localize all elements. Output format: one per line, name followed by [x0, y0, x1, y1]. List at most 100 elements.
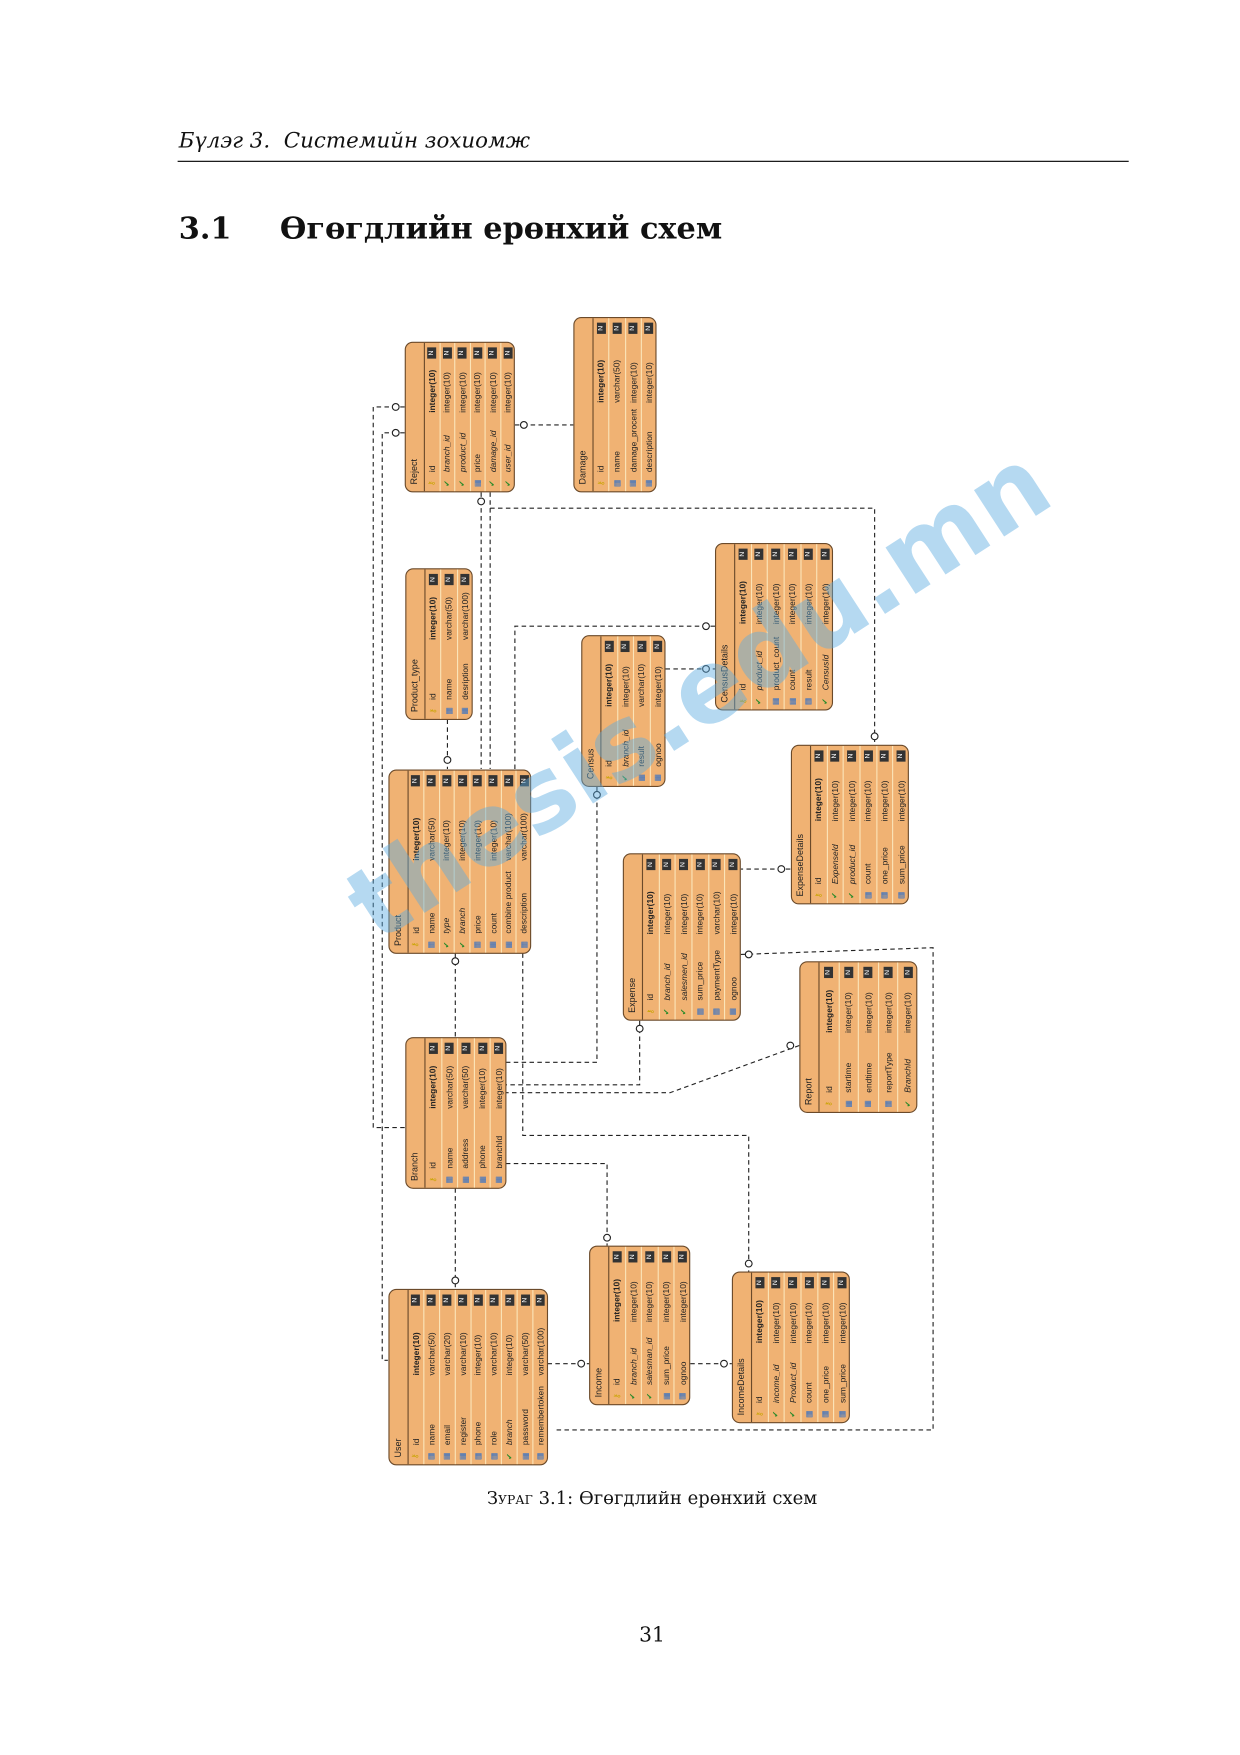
- column-name: price: [472, 453, 483, 473]
- column-type: integer(10): [427, 1065, 438, 1109]
- not-null-badge: N: [520, 1293, 530, 1306]
- column-name: branch_id: [628, 1347, 639, 1386]
- column-name: branchId: [493, 1135, 504, 1169]
- column-name: phone: [476, 1144, 487, 1169]
- not-null-badge: N: [488, 347, 498, 359]
- column-icon: ▦: [427, 1452, 436, 1460]
- column-type: varchar(10): [457, 1331, 468, 1375]
- column-type: varchar(50): [519, 1331, 530, 1375]
- table-title: ExpenseDetails: [791, 745, 811, 903]
- column-name: address: [460, 1138, 471, 1169]
- column-type: integer(10): [678, 893, 689, 935]
- column-name: reportType: [883, 1052, 894, 1093]
- column-name: product_id: [457, 432, 468, 473]
- column-icon: ▦: [884, 1100, 893, 1108]
- not-null-badge: N: [662, 858, 672, 871]
- not-null-badge: N: [728, 858, 738, 871]
- column-type: integer(10): [771, 1302, 782, 1344]
- table-title: Expense: [623, 854, 644, 1020]
- column-type: integer(10): [661, 1281, 672, 1323]
- column-name: id: [410, 1438, 421, 1445]
- not-null-badge: N: [738, 548, 748, 560]
- not-null-badge: N: [410, 1293, 420, 1306]
- column-type: integer(10): [644, 362, 655, 403]
- column-icon: ▦: [864, 891, 873, 899]
- column-icon: ▦: [462, 1175, 470, 1184]
- column-name: id: [813, 877, 824, 884]
- foreign-key-icon: ✔: [505, 1452, 514, 1460]
- not-null-badge: N: [460, 573, 470, 585]
- not-null-badge: N: [844, 966, 854, 979]
- key-icon: ⚷: [429, 1176, 438, 1183]
- not-null-badge: N: [444, 573, 454, 585]
- not-null-badge: N: [644, 322, 654, 334]
- not-null-badge: N: [821, 1277, 831, 1289]
- rel-product-censusdetails: [514, 625, 715, 769]
- table-title: Product_type: [405, 568, 425, 719]
- not-null-badge: N: [695, 858, 705, 871]
- column-name: damage_id: [487, 430, 498, 473]
- column-type: integer(10): [476, 1067, 487, 1109]
- column-type: integer(10): [813, 777, 824, 821]
- column-name: email: [441, 1424, 452, 1445]
- not-null-badge: N: [645, 1251, 655, 1263]
- not-null-badge: N: [628, 322, 638, 334]
- table-title: Branch: [405, 1037, 425, 1188]
- column-name: salesmen_id: [678, 953, 689, 1001]
- not-null-badge: N: [426, 1293, 436, 1306]
- column-type: integer(10): [645, 891, 656, 935]
- not-null-badge: N: [896, 749, 906, 762]
- column-icon: ▦: [461, 706, 470, 715]
- column-icon: ▦: [805, 697, 814, 706]
- key-icon: ⚷: [613, 1393, 622, 1400]
- rel-branch-income: [505, 1162, 608, 1246]
- not-null-badge: N: [410, 774, 420, 786]
- not-null-badge: N: [813, 749, 823, 762]
- column-icon: ▦: [445, 706, 454, 715]
- column-icon: ▦: [474, 1452, 483, 1460]
- key-icon: ⚷: [825, 1101, 834, 1107]
- not-null-badge: N: [427, 573, 437, 585]
- column-type: integer(10): [427, 596, 438, 640]
- table-title: Income: [590, 1246, 610, 1405]
- column-type: integer(10): [804, 1302, 815, 1344]
- column-type: integer(10): [502, 372, 513, 413]
- not-null-badge: N: [427, 347, 437, 359]
- not-null-badge: N: [457, 347, 467, 359]
- section-title: Өгөгдлийн ерөнхий схем: [279, 211, 723, 247]
- column-type: integer(10): [787, 1302, 798, 1344]
- chapter-title: Системийн зохиомж: [283, 128, 530, 153]
- column-icon: ▦: [613, 479, 622, 488]
- not-null-badge: N: [604, 640, 614, 653]
- column-type: integer(10): [457, 372, 468, 413]
